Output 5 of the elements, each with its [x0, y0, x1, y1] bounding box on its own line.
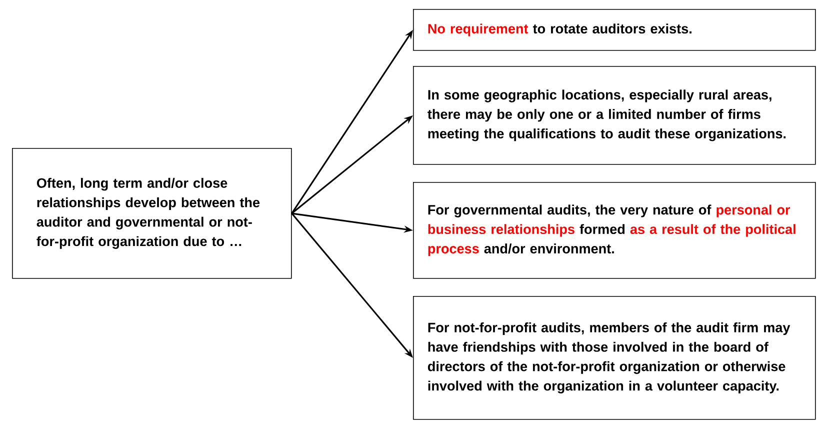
- text-box: For not-for-profit audits, members of the audit firm may have friendships with those involved in the board of directors of the not-for-profit organization or otherwise involved with the organization in a volunteer capacity.: [413, 296, 816, 420]
- text-box: In some geographic locations, especially rural areas, there may be only one or a limited number of firms meeting the qualifications to audit these organizations.: [413, 66, 816, 165]
- text-box: No requirement to rotate auditors exists.: [413, 9, 816, 51]
- text-box: Often, long term and/or close relationships develop between the auditor and governmental or not-for-profit organization due to …: [12, 148, 292, 279]
- text-box: For governmental audits, the very nature of personal or business relationships formed as a result of the political process and/or environment.: [413, 182, 816, 279]
